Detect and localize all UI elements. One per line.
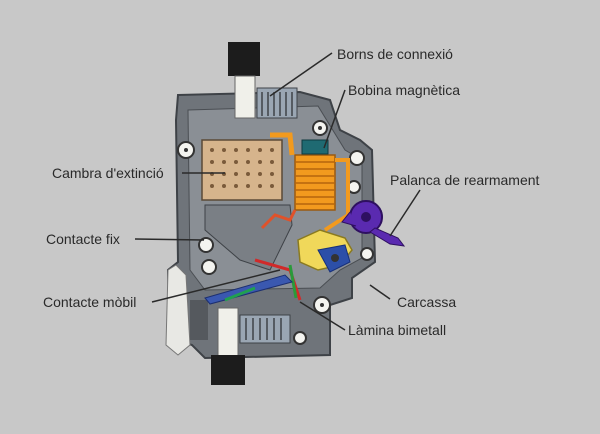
bottom-terminal-block (211, 355, 245, 385)
label-carcassa: Carcassa (397, 294, 457, 310)
top-terminal-screw (234, 75, 256, 119)
label-lamina-bimetall: Làmina bimetall (348, 322, 447, 338)
label-bobina-magnetica: Bobina magnètica (348, 82, 461, 98)
top-terminal-block (228, 42, 260, 76)
label-palanca-rearmament: Palanca de rearmament (390, 172, 540, 188)
label-contacte-mobil: Contacte mòbil (43, 294, 137, 310)
label-cambra-extincio: Cambra d'extinció (52, 165, 164, 181)
bottom-terminal-screw (217, 307, 239, 357)
arc-chamber (201, 139, 283, 201)
label-borns-connexio: Borns de connexió (337, 46, 453, 62)
label-contacte-fix: Contacte fix (46, 231, 120, 247)
